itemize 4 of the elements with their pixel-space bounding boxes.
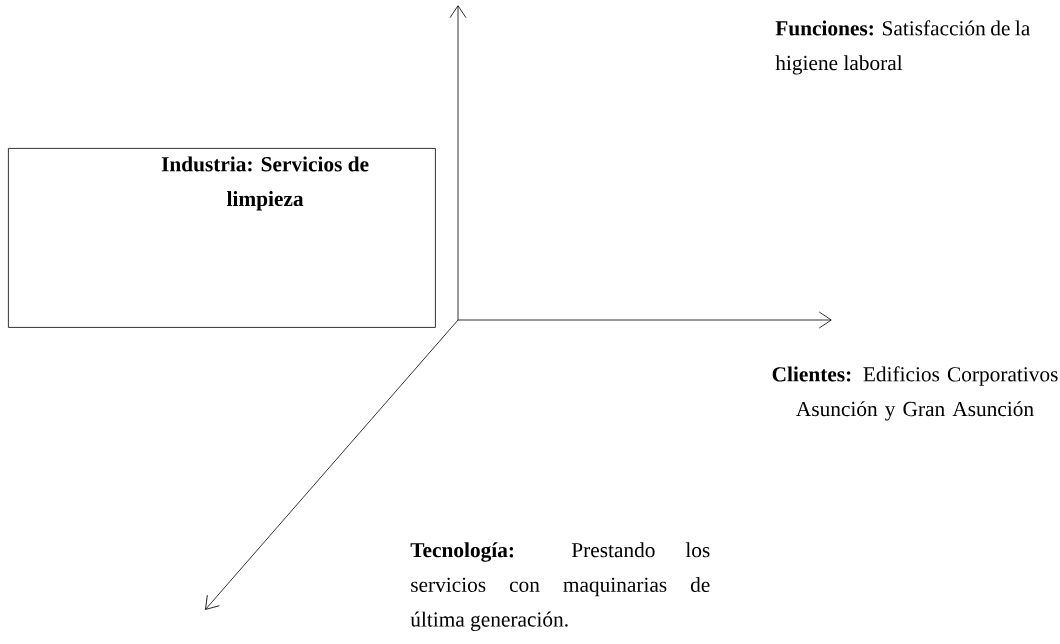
axis-label: Tecnología: Prestando los servicios con maquinarias de última generación. [410,542,710,632]
text-box: Industria: Servicios de limpieza [8,148,436,328]
axis-label: Clientes: Edificios Corporativos Asunción y Gran Asunción [772,366,1058,421]
axis-label: Funciones: Satisfacción de la higiene laboral [775,20,1030,75]
